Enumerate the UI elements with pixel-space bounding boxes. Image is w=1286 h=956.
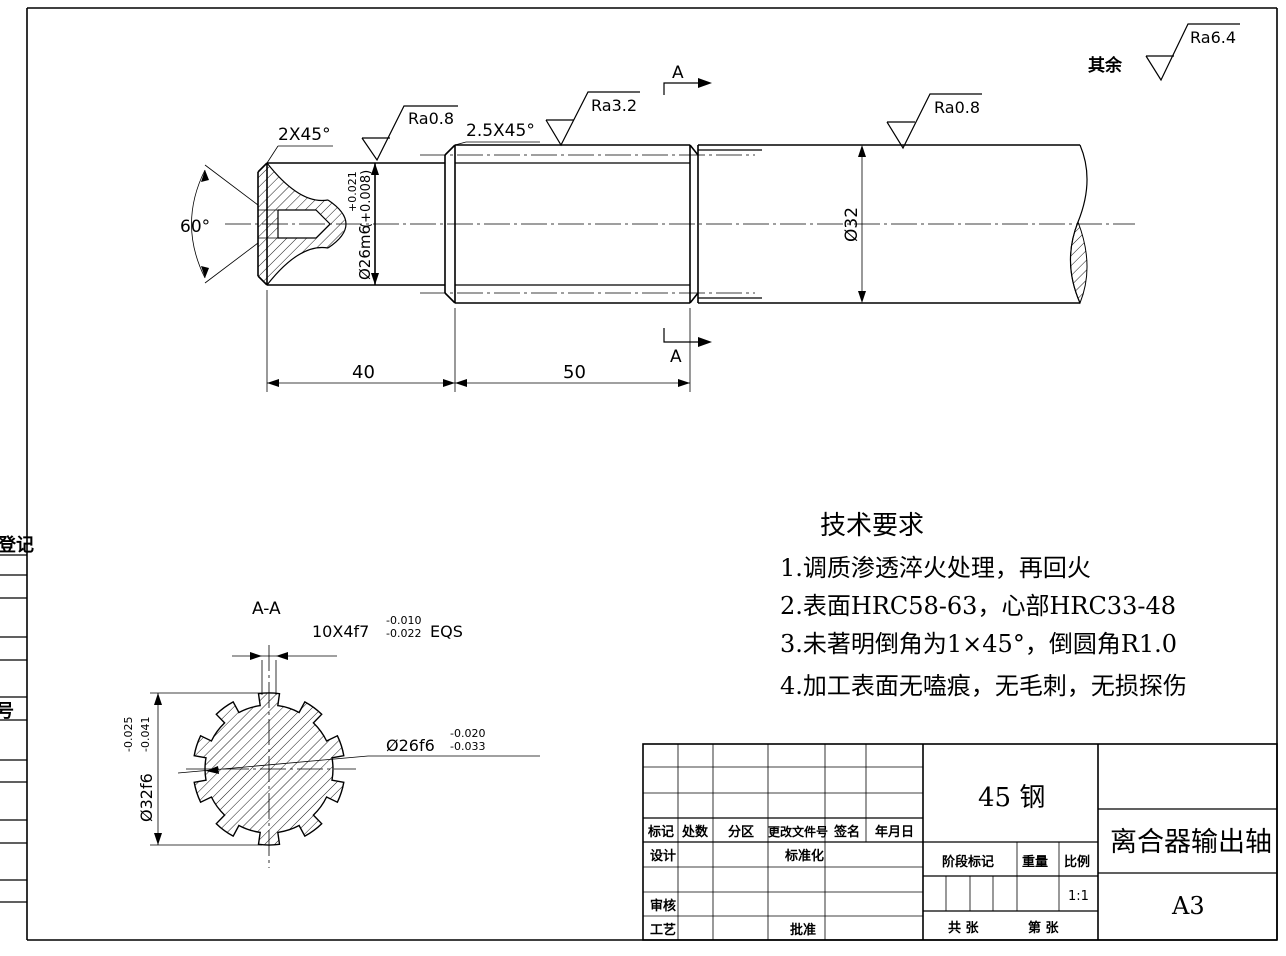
- major-dia-upper: -0.025: [122, 717, 135, 752]
- tb-sheet-size: A3: [1171, 892, 1205, 920]
- tb-approve: 批准: [790, 922, 816, 938]
- shaft-main-view: [225, 144, 1135, 305]
- tb-weight: 重量: [1022, 854, 1048, 870]
- title-block: 标记 处数 分区 更改文件号 签名 年月日 设计 标准化 审核 工艺 批准 45…: [642, 743, 1278, 941]
- tb-header-docno: 更改文件号: [768, 824, 828, 839]
- section-mark-bottom: A: [670, 347, 682, 367]
- roughness-right: Ra0.8: [886, 93, 982, 150]
- angle-label: 60°: [180, 217, 210, 237]
- section-title: A-A: [252, 599, 281, 619]
- technical-requirements: 技术要求 1.调质渗透淬火处理，再回火 2.表面HRC58-63，心部HRC33…: [780, 511, 1187, 700]
- section-view: A-A 10X4f7 -0.010 -0.022 EQS Ø26f6 -0.02…: [122, 599, 540, 868]
- tb-sheet-no: 第 张: [1028, 920, 1060, 936]
- tb-header-zone: 分区: [728, 824, 754, 840]
- spline-suffix: EQS: [430, 622, 463, 641]
- minor-dia-lower: -0.033: [450, 740, 485, 753]
- section-marks: A A: [663, 63, 712, 367]
- tb-design: 设计: [650, 848, 676, 864]
- general-roughness-value: Ra6.4: [1190, 28, 1236, 47]
- dia-left-upper: +0.021: [346, 171, 359, 212]
- general-roughness-label: 其余: [1088, 55, 1123, 76]
- chamfer-mid-label: 2.5X45°: [466, 121, 535, 141]
- tb-scale: 1:1: [1068, 889, 1089, 904]
- side-strip: 登记 号: [0, 534, 34, 903]
- tb-ratio: 比例: [1064, 854, 1090, 870]
- tb-standardize: 标准化: [784, 848, 824, 864]
- tb-stage: 阶段标记: [942, 854, 994, 870]
- tb-header-mark: 标记: [647, 824, 674, 840]
- note-3: 3.未著明倒角为1×45°，倒圆角R1.0: [780, 630, 1177, 658]
- tb-header-sign: 签名: [833, 824, 860, 840]
- tb-material: 45 钢: [978, 783, 1045, 813]
- spline-upper: -0.010: [386, 614, 421, 627]
- tb-process: 工艺: [650, 922, 676, 938]
- tb-review: 审核: [650, 898, 676, 914]
- general-roughness: 其余 Ra6.4: [1088, 23, 1240, 82]
- roughness-mid: Ra3.2: [545, 91, 640, 147]
- length-40: 40: [352, 362, 375, 383]
- tb-header-count: 处数: [681, 824, 709, 840]
- diameter-dimensions: Ø26m6 (+0.008) +0.021 Ø32: [346, 145, 866, 303]
- chamfer-left-label: 2X45°: [278, 125, 331, 145]
- dia-main-label: Ø32: [842, 207, 862, 242]
- note-4: 4.加工表面无嗑痕，无毛刺，无损探伤: [780, 672, 1187, 700]
- roughness-mid-value: Ra3.2: [591, 96, 637, 115]
- roughness-left-value: Ra0.8: [408, 109, 454, 128]
- tb-total-sheets: 共 张: [948, 920, 980, 936]
- dia-left-label: Ø26m6: [356, 225, 374, 280]
- spline-spec: 10X4f7: [312, 622, 369, 641]
- major-dia-label: Ø32f6: [137, 773, 156, 822]
- major-dia-lower: -0.041: [139, 717, 152, 752]
- dia-left-tolerance: (+0.008): [359, 170, 374, 228]
- length-dimensions: 40 50: [266, 290, 691, 392]
- side-label-number: 号: [0, 701, 14, 722]
- spline-lower: -0.022: [386, 627, 421, 640]
- minor-dia-label: Ø26f6: [386, 736, 435, 755]
- angle-dimension: 60°: [180, 164, 259, 284]
- tb-part-name: 离合器输出轴: [1110, 827, 1272, 858]
- minor-dia-upper: -0.020: [450, 727, 485, 740]
- note-2: 2.表面HRC58-63，心部HRC33-48: [780, 592, 1176, 620]
- length-50: 50: [563, 362, 586, 383]
- tb-header-date: 年月日: [875, 824, 914, 840]
- roughness-right-value: Ra0.8: [934, 98, 980, 117]
- notes-heading: 技术要求: [820, 511, 924, 541]
- note-1: 1.调质渗透淬火处理，再回火: [780, 554, 1091, 582]
- side-label-register: 登记: [0, 534, 34, 556]
- chamfer-callouts: 2X45° 2.5X45°: [266, 121, 540, 164]
- roughness-left: Ra0.8: [361, 105, 458, 162]
- section-mark-top: A: [672, 63, 684, 83]
